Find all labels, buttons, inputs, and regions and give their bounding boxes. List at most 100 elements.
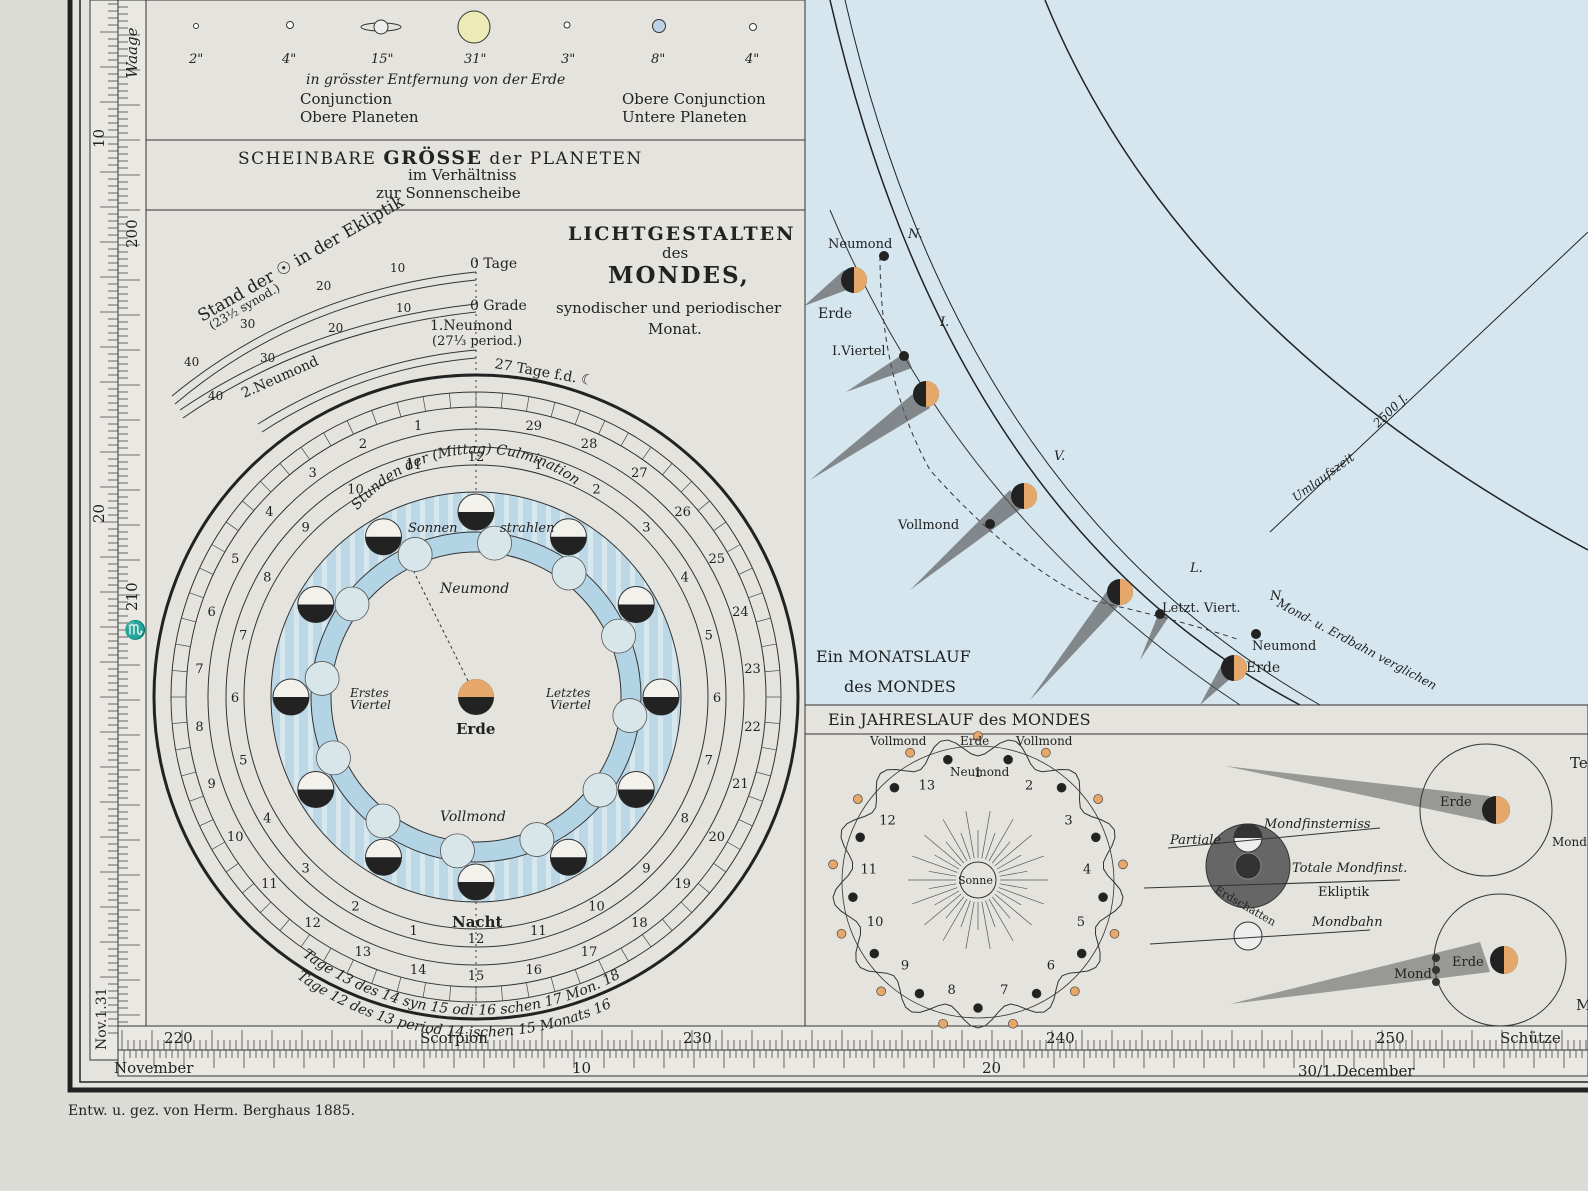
arc-a-30: 30 (240, 317, 255, 331)
hour-label: 12 (468, 450, 485, 465)
total-moon (1234, 852, 1262, 880)
dial-tick (526, 396, 530, 412)
neumond-pointer (413, 571, 477, 698)
moon-phase-inner (397, 537, 433, 572)
dial-tick (761, 747, 777, 751)
sun-ray (942, 819, 968, 862)
sun-ray (985, 900, 996, 928)
year-number: 2 (1025, 779, 1033, 794)
label-conjunction: Conjunction (300, 90, 392, 108)
day-label: 21 (732, 777, 749, 792)
dial-tick (620, 432, 629, 447)
dial-tick (748, 592, 763, 599)
big-orbit-2 (844, 0, 1321, 706)
moon-phase-shadow (618, 789, 655, 808)
eclipse-moon-a (1432, 954, 1440, 962)
sun-ray (991, 841, 1011, 864)
dial-tick (211, 544, 226, 553)
dial-tick (500, 393, 503, 409)
eclipse-partiale: Partiale (1169, 833, 1221, 848)
dial-tick (172, 721, 188, 724)
year-number: 13 (919, 779, 936, 794)
hour-label: 9 (301, 521, 309, 536)
year-moon (848, 892, 858, 902)
planet-size-2: 15" (371, 52, 394, 67)
dial-tick (225, 521, 239, 531)
eclipse-lines (1143, 827, 1401, 945)
earth-year-path (841, 745, 1115, 1019)
hour-label: 10 (588, 900, 605, 915)
sun-ray (965, 811, 975, 859)
sun-ray (998, 855, 1044, 873)
day-label: 3 (308, 466, 316, 481)
dial-tick (598, 959, 606, 974)
moon-phase-shadow (365, 536, 402, 555)
year-vollmond-r: Vollmond (1015, 734, 1073, 748)
hour-label: 1 (409, 924, 417, 939)
arc-a-40: 40 (184, 355, 199, 369)
month-roman-i: I. (939, 315, 949, 330)
year-moon (1076, 948, 1087, 959)
moon-phase-shadow (643, 697, 679, 715)
month-erde-2: Erde (1246, 660, 1280, 676)
dial-tick (175, 747, 191, 751)
sun-ray (924, 893, 962, 926)
year-moon (853, 794, 863, 804)
eclipse-earth-2-lit (1504, 946, 1518, 974)
day-label: 13 (355, 945, 372, 960)
dial-tick (371, 969, 378, 984)
dial-tick (242, 883, 255, 894)
year-moon (1091, 832, 1101, 843)
eclipse-totale: Totale Mondfinst. (1292, 861, 1407, 876)
dial-tick (181, 617, 196, 623)
moon-phase-inner (582, 772, 618, 808)
day-label: 19 (674, 877, 691, 892)
day-label: 1 (414, 419, 422, 434)
bottom-230: 230 (683, 1029, 712, 1047)
left-scale-200: 200 (123, 219, 141, 248)
year-moon (1098, 892, 1108, 902)
year-number: 8 (948, 983, 956, 998)
month-letzt-viert: Letzt. Viert. (1162, 601, 1240, 616)
dial-tick (550, 977, 556, 992)
moon-phase-shadow (550, 857, 587, 876)
moon-phase-shadow (458, 512, 494, 530)
year-vollmond-l: Vollmond (869, 734, 927, 748)
monatslauf-title-1: Ein MONATSLAUF (816, 647, 971, 666)
day-label: 18 (631, 916, 648, 931)
left-scale-20: 20 (90, 504, 108, 523)
day-ring-labels: 2928272625242322212019181716151413121110… (195, 419, 760, 984)
day-label: 15 (468, 969, 485, 984)
dial-tick (199, 567, 214, 575)
eclipse-earth-1-lit (1496, 796, 1510, 824)
day-label: 9 (207, 777, 215, 792)
phases-title-2: des (662, 244, 688, 262)
arc-b-40: 40 (208, 389, 223, 403)
year-number: 9 (901, 958, 909, 973)
dial-tick (396, 977, 402, 992)
planet-size-1: 4" (281, 52, 296, 67)
year-number: 11 (861, 863, 878, 878)
phases-title-4: synodischer und periodischer (556, 299, 782, 317)
dial-tick (279, 463, 290, 476)
dial-tick (181, 771, 196, 777)
dial-tick (242, 500, 255, 511)
dial-tick (697, 883, 710, 894)
hour-label: 4 (263, 812, 271, 827)
bottom-november: November (114, 1059, 194, 1077)
hour-label: 8 (263, 571, 271, 586)
big-orbit-1 (829, 0, 1301, 706)
inner-frame (79, 0, 1588, 1083)
hour-label: 2 (592, 482, 600, 497)
sun-ray (994, 834, 1032, 867)
month-moon (879, 251, 889, 261)
sun-ray (999, 870, 1028, 877)
moon-phase-inner (304, 661, 340, 696)
dial-tick (726, 544, 741, 553)
day-label: 29 (526, 419, 543, 434)
bottom-220: 220 (164, 1029, 193, 1047)
dial-ticks (171, 392, 781, 1002)
phases-title-3: MONDES, (608, 262, 750, 289)
hour-label: 6 (713, 691, 721, 706)
